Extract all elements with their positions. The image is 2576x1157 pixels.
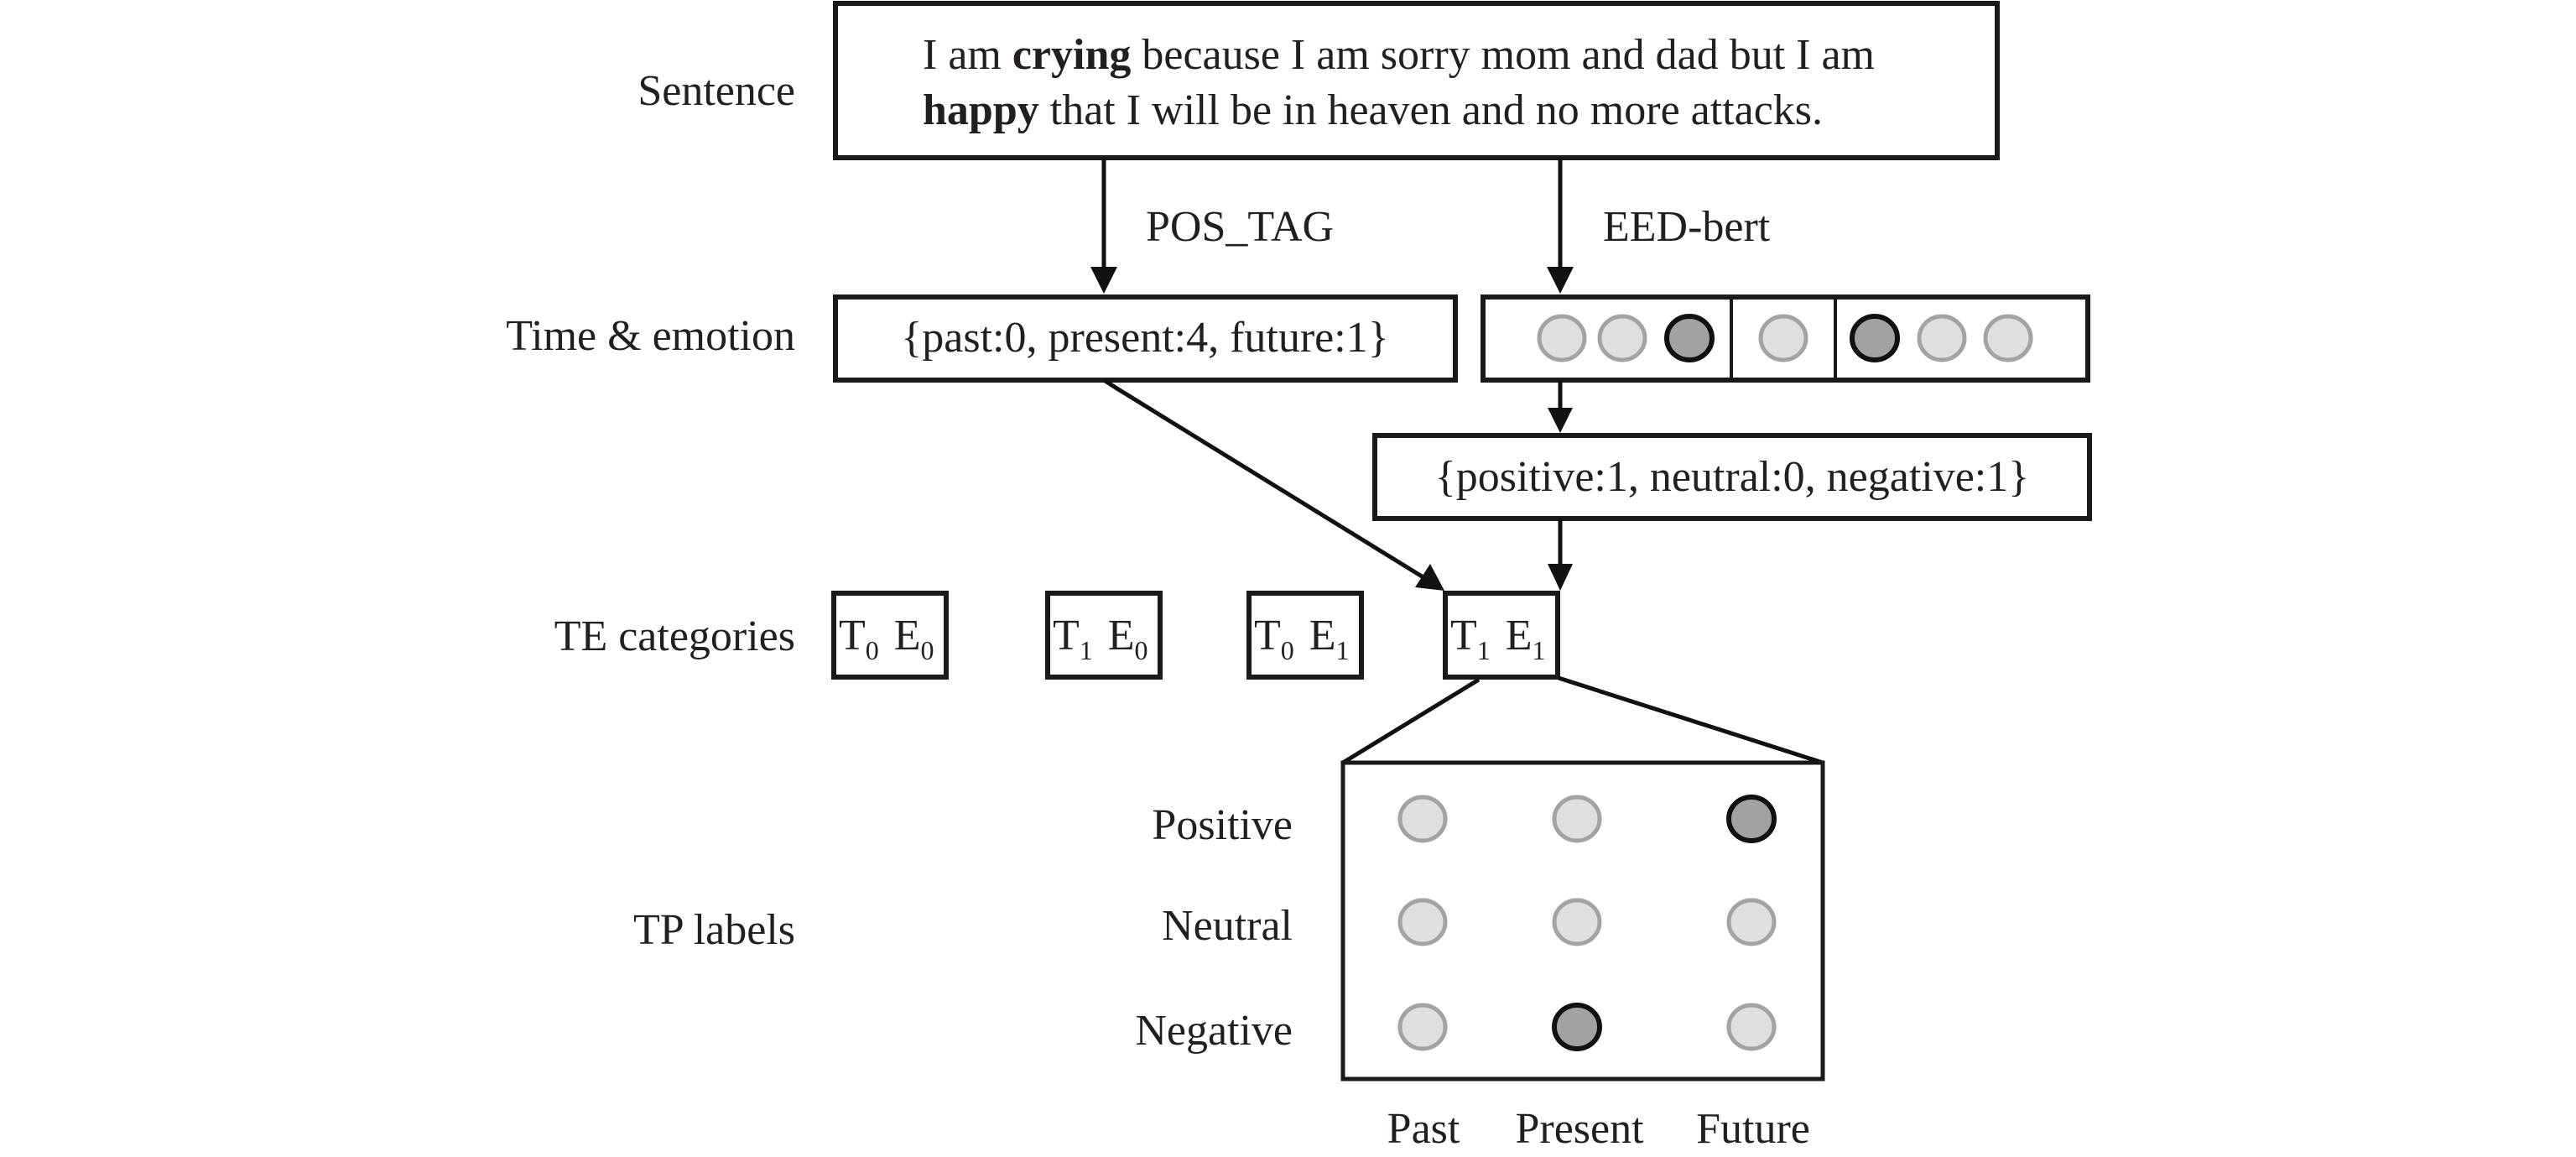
subscript: 1 (1336, 635, 1350, 665)
time-to-category-edge (1102, 378, 1444, 591)
tp-node-active (1552, 1003, 1602, 1051)
emotion-node-inactive (1537, 314, 1587, 362)
symbol: T (1053, 612, 1080, 659)
tp-node-active (1726, 795, 1777, 843)
emotion-node-inactive (1597, 314, 1647, 362)
sentence-line-1: I am crying because I am sorry mom and d… (923, 31, 1875, 79)
tp-column-label: Future (1696, 1105, 1810, 1153)
emotion-nodes (1537, 314, 2033, 362)
sentence-text: because I am sorry mom and dad but I am (1131, 31, 1875, 79)
emphasized-word: happy (923, 86, 1039, 134)
emotion-vector-box (1481, 294, 2090, 383)
symbol: E (1309, 612, 1336, 659)
tp-column-labels: Past Present Future (1387, 1105, 1810, 1153)
symbol: E (1506, 612, 1533, 659)
row-label-tp-labels: TP labels (633, 906, 795, 954)
emotion-node-active (1850, 314, 1900, 362)
tp-node-inactive (1552, 795, 1602, 843)
te-category-frame (1045, 591, 1163, 680)
zoom-line-right (1558, 675, 1824, 765)
tp-node-inactive (1397, 1003, 1448, 1051)
tp-row-label: Positive (1152, 801, 1293, 849)
sentence-text: that I will be in heaven and no more att… (1039, 86, 1823, 134)
sentence-text: I am (923, 31, 1012, 79)
emotion-node-inactive (1983, 314, 2033, 362)
pos-tag-arrow-head (1090, 267, 1117, 294)
row-label-te-categories: TE categories (554, 612, 795, 660)
emphasized-word: crying (1012, 31, 1132, 79)
emotion-to-category-arrow-head (1548, 564, 1573, 591)
row-label-time-emotion: Time & emotion (506, 312, 795, 360)
tp-grid-nodes (1397, 795, 1777, 1051)
time-counts-box: {past:0, present:4, future:1} (833, 294, 1458, 383)
subscript: 0 (1281, 635, 1294, 665)
tp-row-label: Neutral (1162, 902, 1293, 950)
tp-node-inactive (1726, 1003, 1777, 1051)
te-category-frame (1443, 591, 1560, 680)
time-to-category-arrow-head (1415, 564, 1444, 591)
eed-bert-label: EED-bert (1603, 203, 1771, 251)
sentence-line-2: happy that I will be in heaven and no mo… (923, 86, 1823, 134)
pos-tag-label: POS_TAG (1146, 203, 1334, 251)
eed-bert-edge: EED-bert (1547, 158, 1771, 294)
symbol: T (839, 612, 866, 659)
tp-row-label: Negative (1135, 1007, 1293, 1055)
time-counts-text: {past:0, present:4, future:1} (901, 314, 1388, 362)
te-category-frame (1246, 591, 1364, 680)
subscript: 1 (1477, 635, 1491, 665)
emotion-counts-text: {positive:1, neutral:0, negative:1} (1435, 453, 2029, 501)
sentence-box: I am crying because I am sorry mom and d… (833, 1, 2000, 160)
symbol: E (894, 612, 921, 659)
te-category-frame (831, 591, 949, 680)
sentence-box-frame (833, 1, 2000, 160)
emotion-node-inactive (1758, 314, 1808, 362)
subscript: 0 (1135, 635, 1148, 665)
emotion-counts-frame (1372, 433, 2092, 521)
subscript: 0 (921, 635, 934, 665)
pos-tag-edge: POS_TAG (1090, 158, 1334, 294)
subscript: 1 (1080, 635, 1093, 665)
subscript: 0 (866, 635, 879, 665)
tp-node-inactive (1397, 795, 1448, 843)
zoom-line-left (1341, 677, 1481, 765)
symbol: T (1450, 612, 1477, 659)
tp-column-label: Present (1515, 1105, 1644, 1153)
row-label-sentence: Sentence (637, 67, 795, 115)
tp-node-inactive (1397, 898, 1448, 946)
eed-bert-arrow-head (1547, 267, 1574, 294)
zoom-connector (1341, 675, 1824, 765)
tp-node-inactive (1552, 898, 1602, 946)
symbol: E (1108, 612, 1135, 659)
time-to-category-arrow-line (1102, 378, 1428, 581)
emotion-aggregate-arrow-head (1548, 408, 1573, 433)
emotion-node-inactive (1917, 314, 1967, 362)
time-counts-frame (833, 294, 1458, 383)
emotion-counts-box: {positive:1, neutral:0, negative:1} (1372, 433, 2092, 521)
symbol: T (1254, 612, 1281, 659)
subscript: 1 (1533, 635, 1546, 665)
emotion-to-category-edge (1548, 519, 1573, 591)
emotion-node-active (1664, 314, 1715, 362)
tp-column-label: Past (1387, 1105, 1460, 1153)
emotion-aggregate-edge (1548, 380, 1573, 433)
tp-node-inactive (1726, 898, 1777, 946)
